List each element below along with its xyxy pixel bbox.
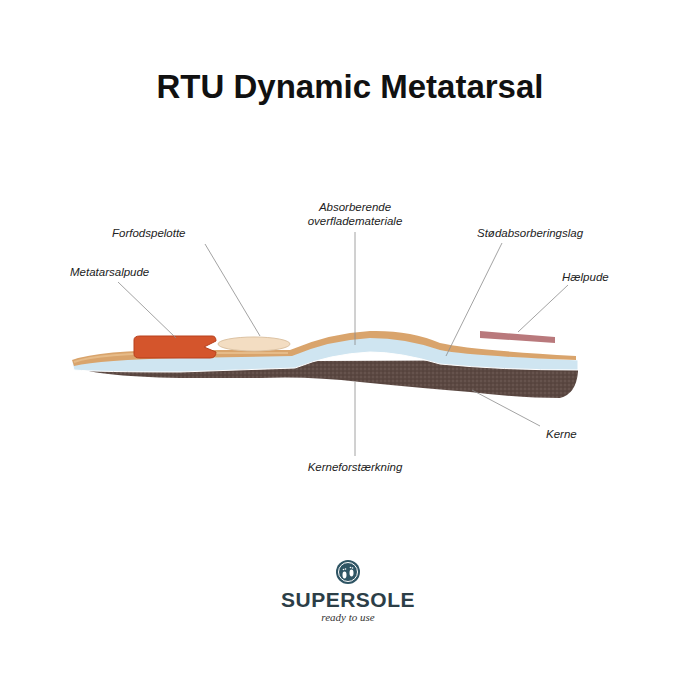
- part-label: Kerneforstærkning: [308, 460, 403, 474]
- metatarsal-pad: [134, 336, 216, 358]
- part-label: Forfodspelotte: [112, 226, 186, 240]
- leader-lines: [118, 232, 568, 456]
- part-label: Hælpude: [562, 270, 609, 284]
- top-cover: [72, 331, 576, 366]
- logo-wordmark: SUPERSOLE: [281, 588, 415, 612]
- part-label: Stødabsorberingslag: [477, 226, 583, 240]
- part-label: Metatarsalpude: [70, 265, 149, 279]
- logo-icon: [336, 560, 360, 584]
- forefoot-pelotte: [218, 337, 290, 351]
- heel-pad: [480, 331, 555, 343]
- logo-tagline: ready to use: [321, 611, 374, 623]
- diagram-title: RTU Dynamic Metatarsal: [157, 68, 544, 106]
- part-label: Kerne: [546, 427, 577, 441]
- part-label: Absorberende overflademateriale: [293, 200, 418, 228]
